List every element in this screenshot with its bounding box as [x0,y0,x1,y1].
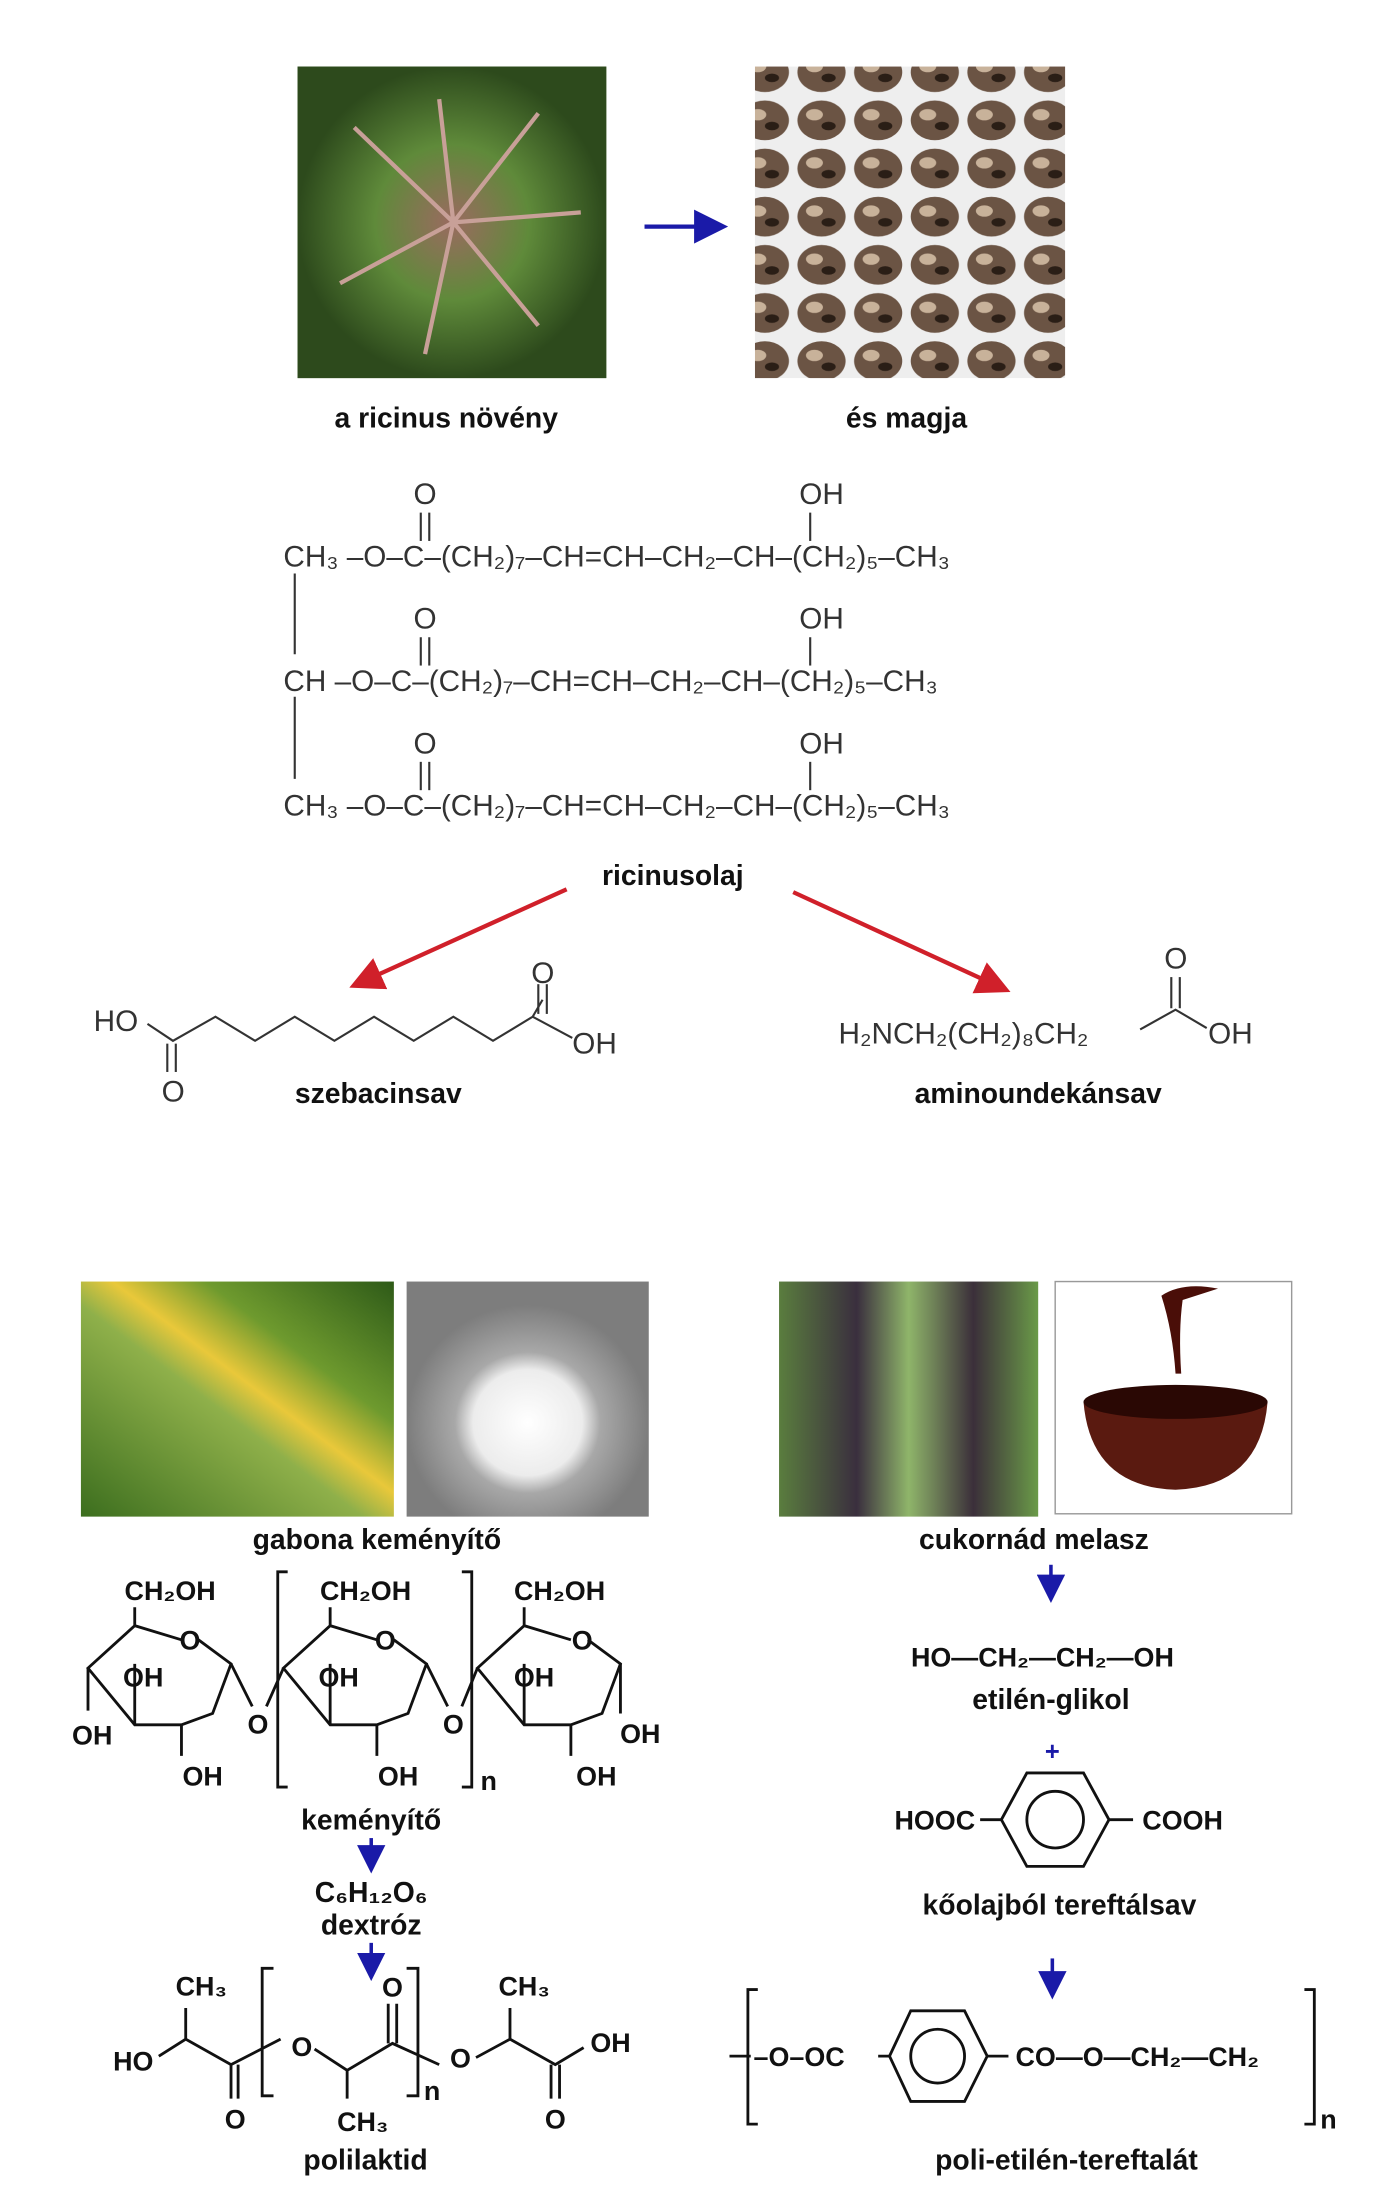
ch2oh: CH₂OH [125,1576,216,1606]
terephthalic-acid-structure: HOOC COOH [894,1771,1223,1868]
corn-photo [80,1281,394,1517]
grain-starch-label: gabona keményítő [253,1524,502,1556]
hydroxyl: OH [799,603,844,636]
carbonyl-o: O [413,603,436,636]
ethylene-glycol-formula: HO—CH₂—CH₂—OH [911,1643,1174,1673]
hooc: HOOC [894,1806,975,1836]
plant-label: a ricinus növény [335,403,559,435]
o-atom: O [1164,943,1187,976]
pet-label: poli-etilén-tereftalát [935,2144,1198,2176]
terephthalic-acid-label: kőolajból tereftálsav [923,1890,1197,1922]
aminoundecanoic-label: aminoundekánsav [915,1078,1162,1110]
castor-seeds-photo [754,66,1066,379]
oh: OH [318,1663,358,1693]
glycosidic-o: O [247,1709,268,1739]
glycosidic-o: O [443,1709,464,1739]
pet-structure: –O–OC CO—O—CH₂—CH₂ n [729,1988,1337,2134]
formula-row: CH₃ –O–C–(CH₂)₇–CH=CH–CH₂–CH–(CH₂)₅–CH₃ [283,540,949,573]
ch3: CH₃ [499,1971,550,2001]
ring-o: O [572,1626,593,1656]
oh: OH [123,1663,163,1693]
starch-label: keményítő [301,1805,441,1837]
hydroxyl: OH [799,727,844,760]
castor-oil-label: ricinusolaj [602,860,744,892]
sugarcane-photo [779,1281,1039,1517]
o-atom: O [162,1076,185,1109]
formula-row: CH₃ –O–C–(CH₂)₇–CH=CH–CH₂–CH–(CH₂)₅–CH₃ [283,790,949,823]
cooh: COOH [1142,1806,1223,1836]
ring-o: O [179,1626,200,1656]
molasses-photo [1054,1280,1293,1515]
oh: OH [590,2028,630,2058]
castor-plant-photo [297,66,607,379]
formula: H₂NCH₂(CH₂)₈CH₂ [839,1018,1089,1051]
ch3: CH₃ [337,2107,388,2137]
aminoundecanoic-structure: H₂NCH₂(CH₂)₈CH₂ O OH [839,943,1253,1051]
castor-oil-structure: CH₃ –O–C–(CH₂)₇–CH=CH–CH₂–CH–(CH₂)₅–CH₃ … [283,478,949,823]
ho-group: HO [94,1005,139,1038]
sugarcane-molasses-label: cukornád melasz [919,1524,1149,1556]
dextrose-label: dextróz [321,1909,422,1941]
o: O [450,2043,471,2073]
o: O [291,2032,312,2062]
dextrose-formula: C₆H₁₂O₆ [315,1877,428,1909]
oh: OH [183,1762,223,1792]
ch2oh: CH₂OH [320,1576,411,1606]
formula-row: CH –O–C–(CH₂)₇–CH=CH–CH₂–CH–(CH₂)₅–CH₃ [283,665,937,698]
carbonyl-o: O [413,727,436,760]
arrow-icon [349,887,568,990]
oh: OH [72,1721,112,1751]
ch3: CH₃ [176,1971,227,2001]
o: O [225,2104,246,2134]
ho: HO [113,2046,153,2076]
ring-o: O [375,1626,396,1656]
polylactide-structure: CH₃ HO O O O CH₃ n O CH₃ OH O [113,1966,631,2137]
oh: OH [576,1762,616,1792]
ch2oh: CH₂OH [514,1576,605,1606]
carbonyl-o: O [413,478,436,511]
pet-right-group: CO—O—CH₂—CH₂ [1016,2042,1260,2072]
arrow-icon [792,890,1011,994]
pet-left-group: –O–OC [754,2042,845,2072]
repeat-n: n [481,1766,497,1796]
repeat-n: n [424,2076,440,2106]
oh: OH [378,1762,418,1792]
oh: OH [620,1719,660,1749]
polylactide-label: polilaktid [303,2144,427,2176]
hydroxyl: OH [799,478,844,511]
starch-granules-photo [406,1281,649,1517]
o-atom: O [531,957,554,990]
ethylene-glycol-label: etilén-glikol [972,1684,1129,1716]
starch-structure: CH₂OH CH₂OH CH₂OH O O O O O OH OH OH OH … [72,1570,660,1796]
oh-group: OH [572,1028,617,1061]
seed-label: és magja [846,403,967,435]
o: O [382,1973,403,2003]
repeat-n: n [1320,2104,1336,2134]
sebacic-acid-label: szebacinsav [295,1078,462,1110]
plus-sign: + [1045,1738,1060,1766]
sebacic-acid-structure: HO OH O O [94,957,617,1109]
oh-group: OH [1208,1018,1253,1051]
oh: OH [514,1663,554,1693]
o: O [545,2104,566,2134]
